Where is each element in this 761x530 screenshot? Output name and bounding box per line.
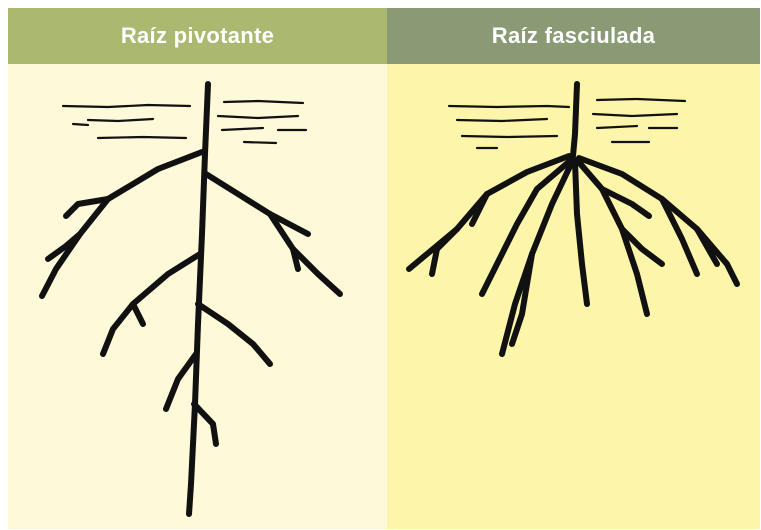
fibrous-root-shape — [409, 84, 737, 354]
taproot-illustration-area — [8, 64, 387, 529]
soil-lines — [449, 99, 685, 148]
fibrous-root-title: Raíz fasciulada — [387, 8, 760, 64]
root-comparison-diagram: Raíz pivotante — [8, 8, 760, 529]
taproot-title: Raíz pivotante — [8, 8, 387, 64]
taproot-shape — [42, 84, 340, 514]
soil-lines — [63, 101, 306, 143]
taproot-drawing — [8, 64, 387, 529]
fibrous-root-panel: Raíz fasciulada — [387, 8, 760, 529]
fibrous-root-illustration-area — [387, 64, 760, 529]
taproot-panel: Raíz pivotante — [8, 8, 387, 529]
fibrous-root-drawing — [387, 64, 760, 529]
